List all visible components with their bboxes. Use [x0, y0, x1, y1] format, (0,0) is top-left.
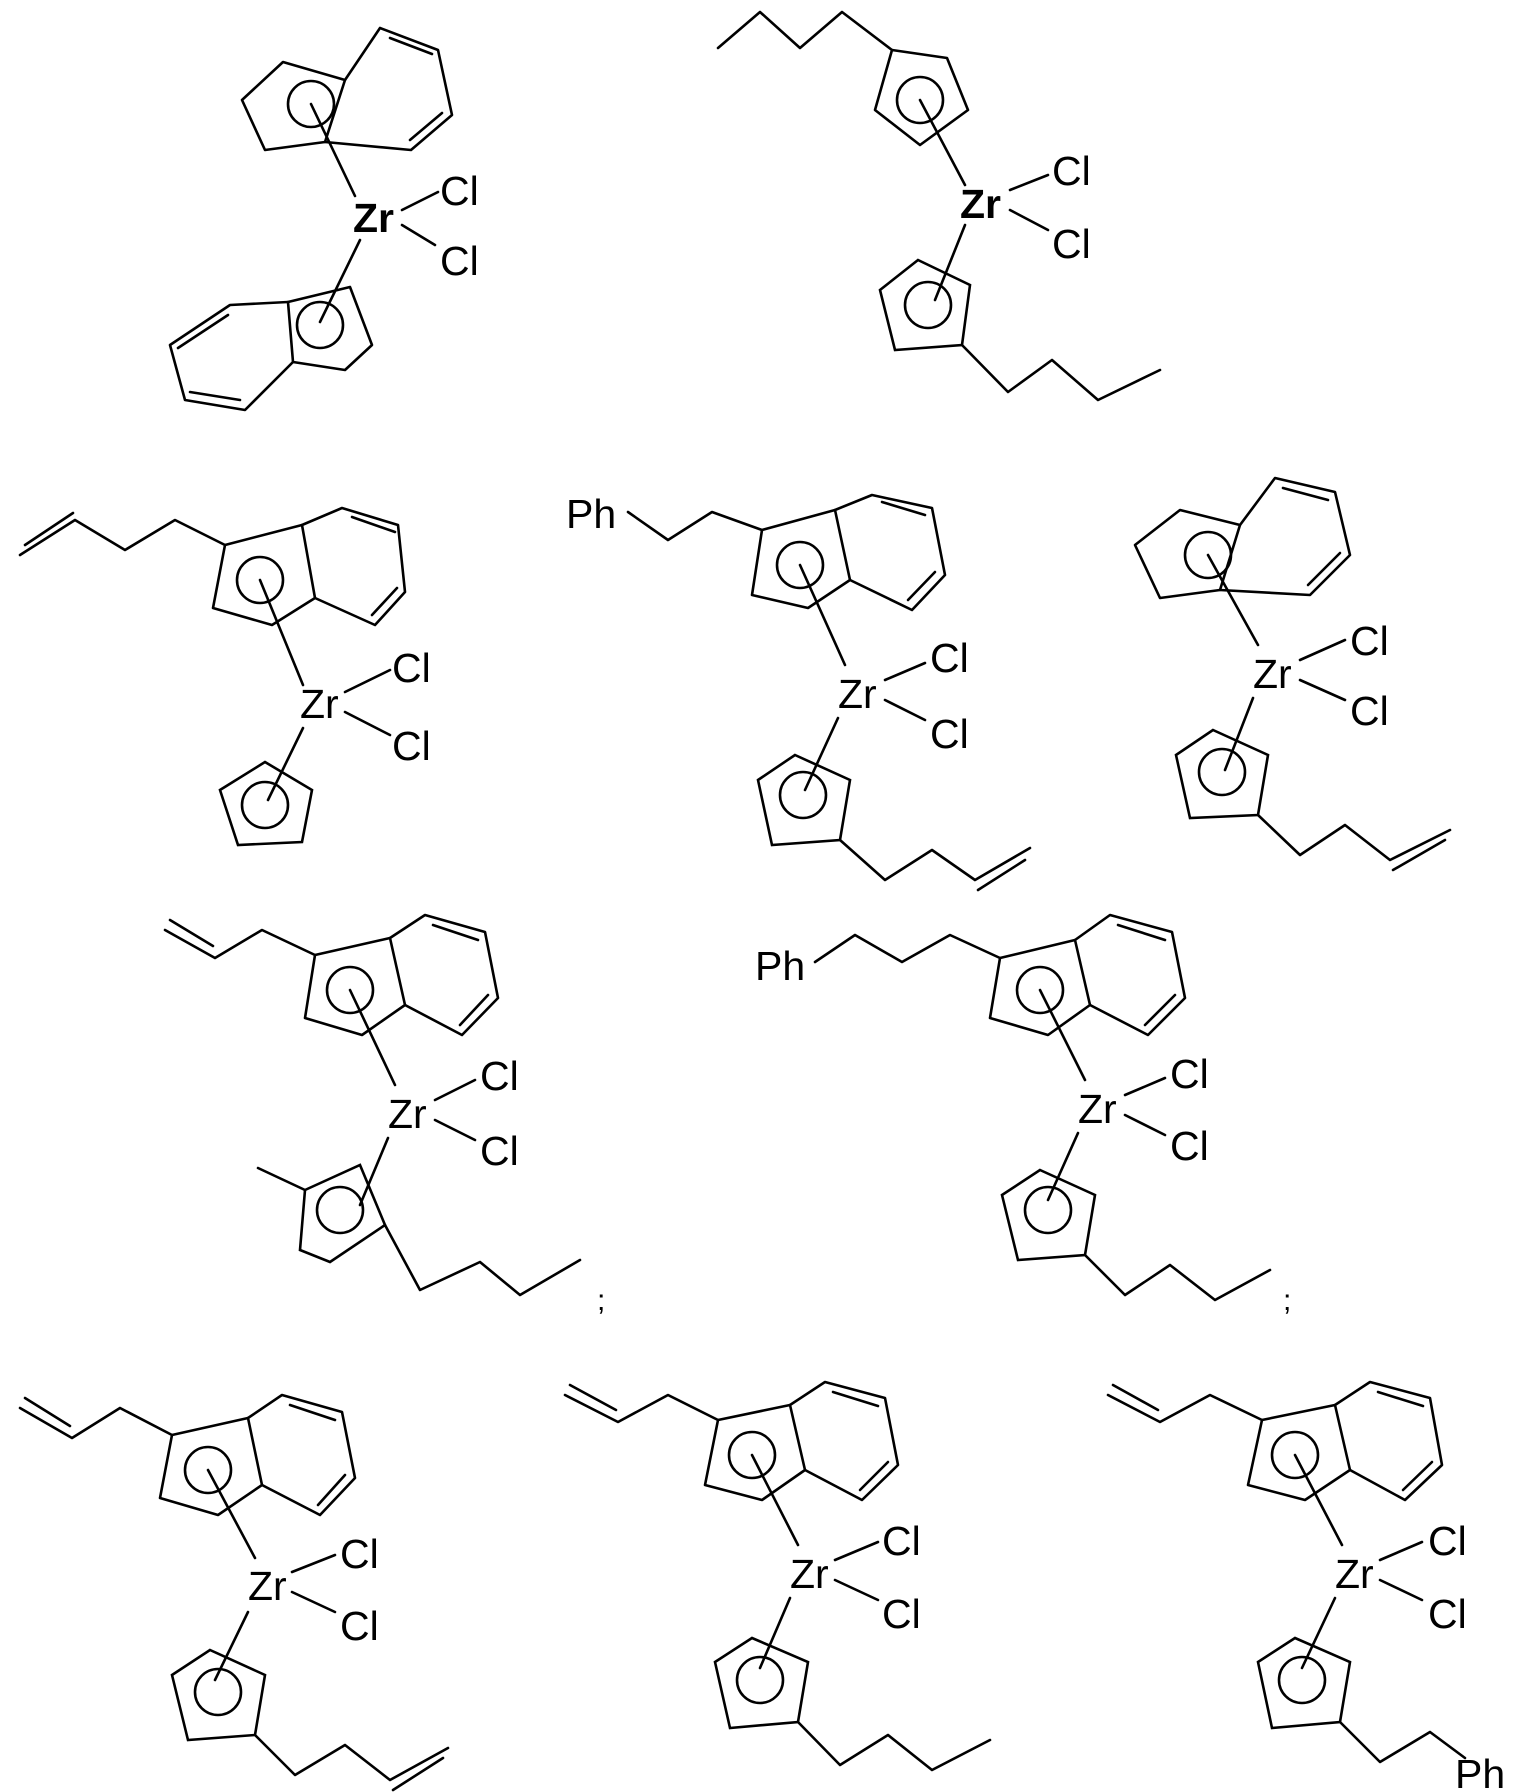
compound-1: Zr Cl Cl	[170, 28, 479, 410]
chloride-label-2: Cl	[340, 1603, 379, 1649]
separator-semicolon: ;	[1283, 1284, 1291, 1317]
compound-3: Zr Cl Cl	[20, 508, 431, 845]
indenyl-ring	[213, 508, 405, 625]
phenyl-label: Ph	[1455, 1751, 1505, 1792]
chloride-label-1: Cl	[1428, 1518, 1467, 1564]
phenyl-label: Ph	[566, 491, 616, 537]
cp-ring	[1176, 730, 1268, 818]
cp-ring	[172, 1650, 265, 1740]
indenyl-ring-lower	[170, 287, 372, 410]
chloride-label-1: Cl	[440, 168, 479, 214]
indenyl-ring	[705, 1382, 898, 1500]
separator-semicolon: ;	[597, 1284, 605, 1317]
metal-label: Zr	[353, 195, 394, 241]
indenyl-ring	[305, 915, 498, 1035]
cp-ring	[220, 762, 312, 845]
compound-6: Zr Cl Cl ;	[165, 915, 605, 1317]
chloride-label-2: Cl	[1052, 221, 1091, 267]
compound-9: Zr Cl Cl	[565, 1382, 990, 1770]
cp-ring-upper	[875, 50, 968, 145]
compound-7: Ph Zr Cl Cl ;	[755, 915, 1291, 1317]
chloride-label-1: Cl	[392, 645, 431, 691]
compound-10: Zr Cl Cl Ph	[1108, 1382, 1505, 1792]
chloride-label-2: Cl	[392, 723, 431, 769]
chloride-label-2: Cl	[440, 238, 479, 284]
chloride-label-1: Cl	[930, 635, 969, 681]
chloride-label-1: Cl	[1052, 148, 1091, 194]
metal-label: Zr	[838, 671, 877, 717]
indenyl-ring	[1135, 478, 1350, 598]
compound-4: Ph Zr Cl Cl	[566, 491, 1030, 890]
chloride-label-1: Cl	[1170, 1051, 1209, 1097]
chloride-label-2: Cl	[480, 1128, 519, 1174]
metal-label: Zr	[1078, 1086, 1117, 1132]
cp-ring-lower	[880, 260, 970, 350]
chloride-label-2: Cl	[1350, 688, 1389, 734]
indenyl-ring	[990, 915, 1185, 1035]
cp-ring	[715, 1638, 808, 1728]
chloride-label-2: Cl	[1428, 1591, 1467, 1637]
metal-label: Zr	[388, 1091, 427, 1137]
indenyl-ring	[752, 495, 945, 610]
chloride-label-1: Cl	[340, 1531, 379, 1577]
metal-label: Zr	[248, 1563, 287, 1609]
chloride-label-1: Cl	[1350, 618, 1389, 664]
cp-ring	[758, 755, 850, 845]
indenyl-ring-upper	[242, 28, 452, 150]
metal-label: Zr	[1253, 651, 1292, 697]
cp-ring	[300, 1165, 385, 1262]
chloride-label-2: Cl	[1170, 1123, 1209, 1169]
metal-label: Zr	[300, 681, 339, 727]
indenyl-ring	[1248, 1382, 1442, 1500]
cp-ring	[1002, 1170, 1095, 1260]
compound-5: Zr Cl Cl	[1135, 478, 1450, 870]
chloride-label-2: Cl	[882, 1591, 921, 1637]
phenyl-label: Ph	[755, 943, 805, 989]
chloride-label-1: Cl	[480, 1053, 519, 1099]
compound-8: Zr Cl Cl	[20, 1395, 448, 1790]
indenyl-ring	[160, 1395, 355, 1515]
metal-label: Zr	[790, 1551, 829, 1597]
cp-ring	[1258, 1638, 1350, 1728]
metal-label: Zr	[960, 181, 1001, 227]
chloride-label-1: Cl	[882, 1518, 921, 1564]
chloride-label-2: Cl	[930, 711, 969, 757]
compound-2: Zr Cl Cl	[718, 12, 1160, 400]
metal-label: Zr	[1335, 1551, 1374, 1597]
